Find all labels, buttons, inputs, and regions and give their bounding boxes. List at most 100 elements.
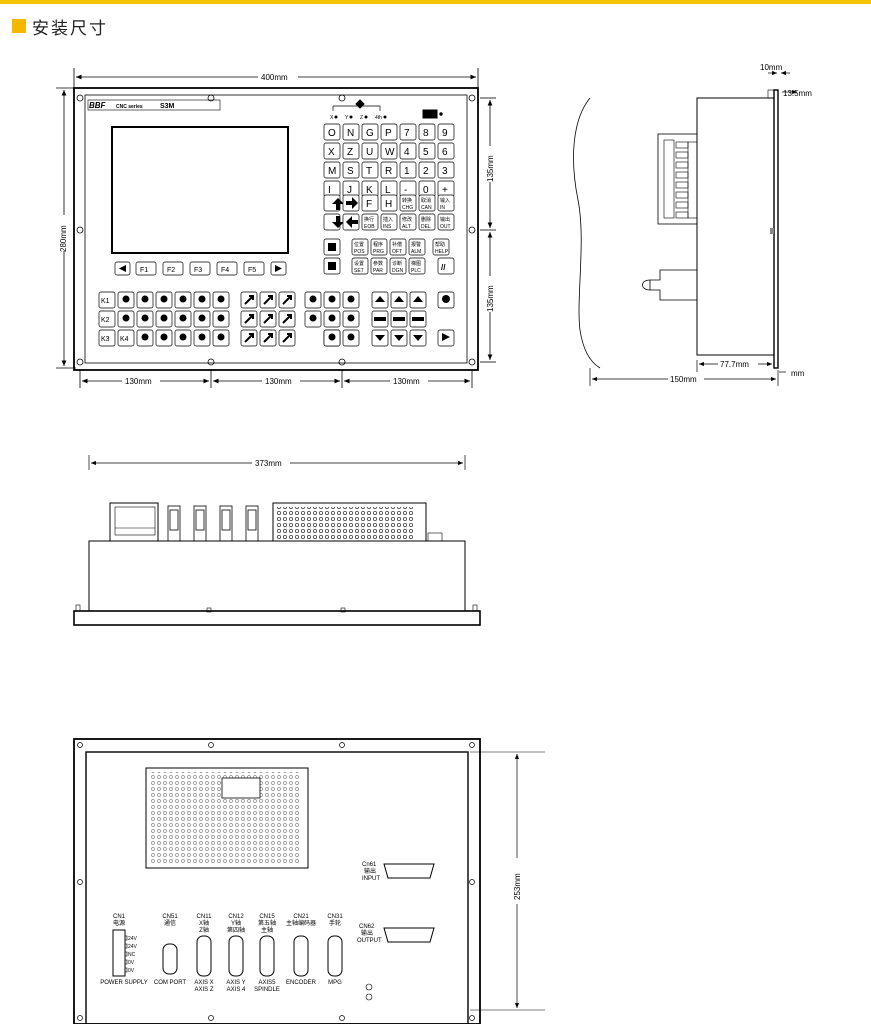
feed-icon (413, 335, 423, 341)
keypad-key[interactable] (323, 161, 341, 179)
k-key-button[interactable] (98, 329, 116, 347)
keypad-key[interactable] (380, 142, 398, 160)
keypad-key[interactable] (399, 123, 417, 141)
function-key-button[interactable] (370, 257, 388, 275)
edit-key-button[interactable] (399, 213, 417, 231)
function-key-cn: 报警 (411, 241, 421, 248)
arrow-left-icon (346, 216, 358, 228)
fkey-button[interactable] (135, 261, 157, 276)
connector-cn: 通信 (164, 919, 176, 927)
connector-code: CN31 (327, 914, 343, 920)
function-key-button[interactable] (408, 238, 426, 256)
side-dimensions: 10mm 13.5mm 77.7mm 150mm mm (668, 63, 812, 384)
keypad-key-label: L (385, 185, 391, 196)
spindle-icon (328, 295, 336, 303)
keypad-key[interactable] (399, 161, 417, 179)
edit-key-button[interactable] (418, 194, 436, 212)
mode-icon (217, 295, 225, 303)
edit-key-button[interactable] (418, 213, 436, 231)
keypad-key[interactable] (342, 142, 360, 160)
keypad-key[interactable] (342, 161, 360, 179)
function-key-button[interactable] (389, 257, 407, 275)
k-key-button[interactable] (98, 291, 116, 309)
jog-arrow-icon (282, 314, 292, 324)
edit-key-button[interactable] (361, 213, 379, 231)
function-key-button[interactable] (351, 238, 369, 256)
keypad-key[interactable] (399, 142, 417, 160)
function-key-button[interactable] (408, 257, 426, 275)
keypad-key-label: G (366, 128, 374, 139)
edit-key-en: IN (440, 205, 445, 211)
keypad-key[interactable] (399, 180, 417, 198)
fkey-button[interactable] (162, 261, 184, 276)
address-key-button[interactable] (361, 194, 379, 212)
mode-icon (179, 314, 187, 322)
keypad-key-label: 3 (442, 166, 448, 177)
spindle-icon (347, 314, 355, 322)
keypad-key[interactable] (323, 180, 341, 198)
dim-bottom-2: 130mm (265, 377, 292, 386)
connector-cn: 电源 (113, 919, 125, 927)
connector-code: CN1 (113, 914, 126, 920)
keypad-key[interactable] (342, 123, 360, 141)
feed-icon (413, 296, 423, 302)
mode-icon (198, 333, 206, 341)
keypad-key[interactable] (323, 123, 341, 141)
cn62-cn: 输出 (361, 929, 373, 937)
jog-arrow-icon (263, 295, 273, 305)
dim-right-top: 135mm (486, 155, 495, 182)
fkey-label: F3 (194, 267, 202, 274)
address-key-button[interactable] (380, 194, 398, 212)
feed-icon (375, 296, 385, 302)
spindle-icon (309, 295, 317, 303)
keypad-key[interactable] (418, 123, 436, 141)
edit-key-en: EOB (364, 224, 375, 230)
function-key-button[interactable] (351, 257, 369, 275)
keypad-key[interactable] (437, 142, 455, 160)
k-key-button[interactable] (98, 310, 116, 328)
top-accent-bar (0, 0, 871, 4)
keypad-key[interactable] (380, 161, 398, 179)
edit-key-button[interactable] (437, 213, 455, 231)
function-key-cn: 位置 (354, 241, 364, 248)
keypad-key[interactable] (437, 123, 455, 141)
keypad-key[interactable] (361, 161, 379, 179)
fkey-button[interactable] (216, 261, 238, 276)
keypad-key[interactable] (323, 142, 341, 160)
arrow-up-icon (332, 198, 344, 210)
keypad-key[interactable] (437, 161, 455, 179)
axis-indicator-label: X (330, 115, 334, 121)
function-key-button[interactable] (389, 238, 407, 256)
edit-key-button[interactable] (437, 194, 455, 212)
edit-key-button[interactable] (399, 194, 417, 212)
k-key-label: K2 (101, 317, 110, 324)
keypad-key[interactable] (418, 142, 436, 160)
front-brand: BBF CNC series S3M (89, 101, 175, 110)
rear-view (73, 738, 545, 1024)
function-key-button[interactable] (432, 238, 450, 256)
keypad-key[interactable] (361, 123, 379, 141)
keypad-key[interactable] (380, 123, 398, 141)
keypad-key-label: O (328, 128, 336, 139)
k-key-button[interactable] (117, 329, 135, 347)
function-key-en: PAR (373, 268, 383, 274)
keypad-key[interactable] (361, 142, 379, 160)
keypad-key[interactable] (418, 161, 436, 179)
edit-key-button[interactable] (380, 213, 398, 231)
edit-key-cn: 修改 (402, 216, 412, 223)
fkey-button[interactable] (243, 261, 265, 276)
dim-side-top: 10mm (760, 63, 783, 72)
reset-button[interactable] (437, 257, 455, 275)
function-key-cn: 程序 (373, 241, 383, 248)
edit-key-cn: 转换 (402, 197, 412, 204)
function-key-en: DGN (392, 268, 404, 274)
edit-key-cn: 取消 (421, 197, 431, 204)
connector-cn: 主轴编码器 (286, 919, 316, 927)
fkey-button[interactable] (189, 261, 211, 276)
function-key-button[interactable] (370, 238, 388, 256)
fkey-label: F5 (248, 267, 256, 274)
keypad-key-label: N (347, 128, 354, 139)
keypad-key-label: Z (347, 147, 353, 158)
jog-arrow-icon (282, 333, 292, 343)
section-header: 安装尺寸 (12, 14, 108, 39)
